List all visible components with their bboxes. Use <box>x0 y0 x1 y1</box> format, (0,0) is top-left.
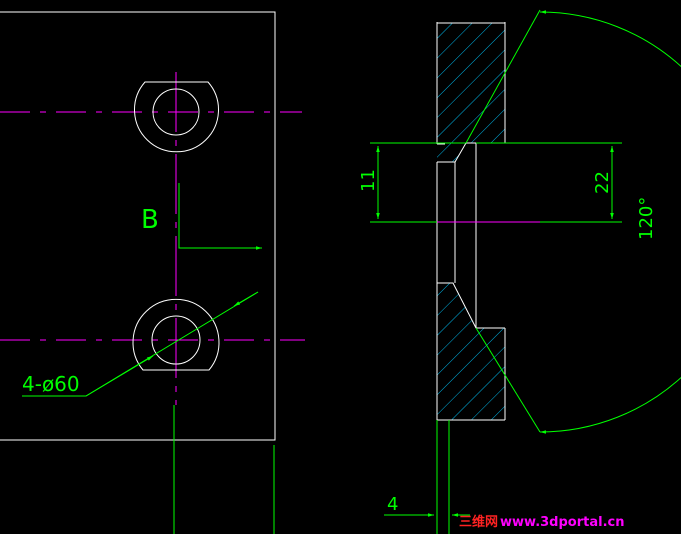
angle-arc <box>539 10 681 434</box>
section-hatch-upper <box>437 23 505 162</box>
plate-section-view: 120° 11 22 4 <box>358 9 681 534</box>
watermark: 三维网 www.3dportal.cn <box>459 514 624 530</box>
plate-outline <box>0 11 276 441</box>
view-label-b: B <box>141 205 159 235</box>
section-hatch-lower <box>437 283 505 420</box>
dim-4-text: 4 <box>387 494 398 515</box>
counterbore-bottom-outline <box>132 298 220 371</box>
view-direction-leader <box>178 183 262 250</box>
watermark-brand: 三维网 <box>459 514 498 530</box>
plate-front-view: B 4-ø60 <box>0 11 305 534</box>
dim-22-text: 22 <box>592 171 613 194</box>
hole-top <box>152 88 200 136</box>
angle-extension-lower <box>475 327 541 433</box>
dim-11-text: 11 <box>358 169 379 192</box>
dim-angle-120: 120° <box>636 197 657 240</box>
hole-bottom <box>151 315 201 365</box>
hole-callout-text: 4-ø60 <box>22 372 80 396</box>
angle-extension-upper <box>465 9 541 144</box>
counterbore-top-outline <box>134 81 219 153</box>
watermark-url: www.3dportal.cn <box>500 515 624 530</box>
